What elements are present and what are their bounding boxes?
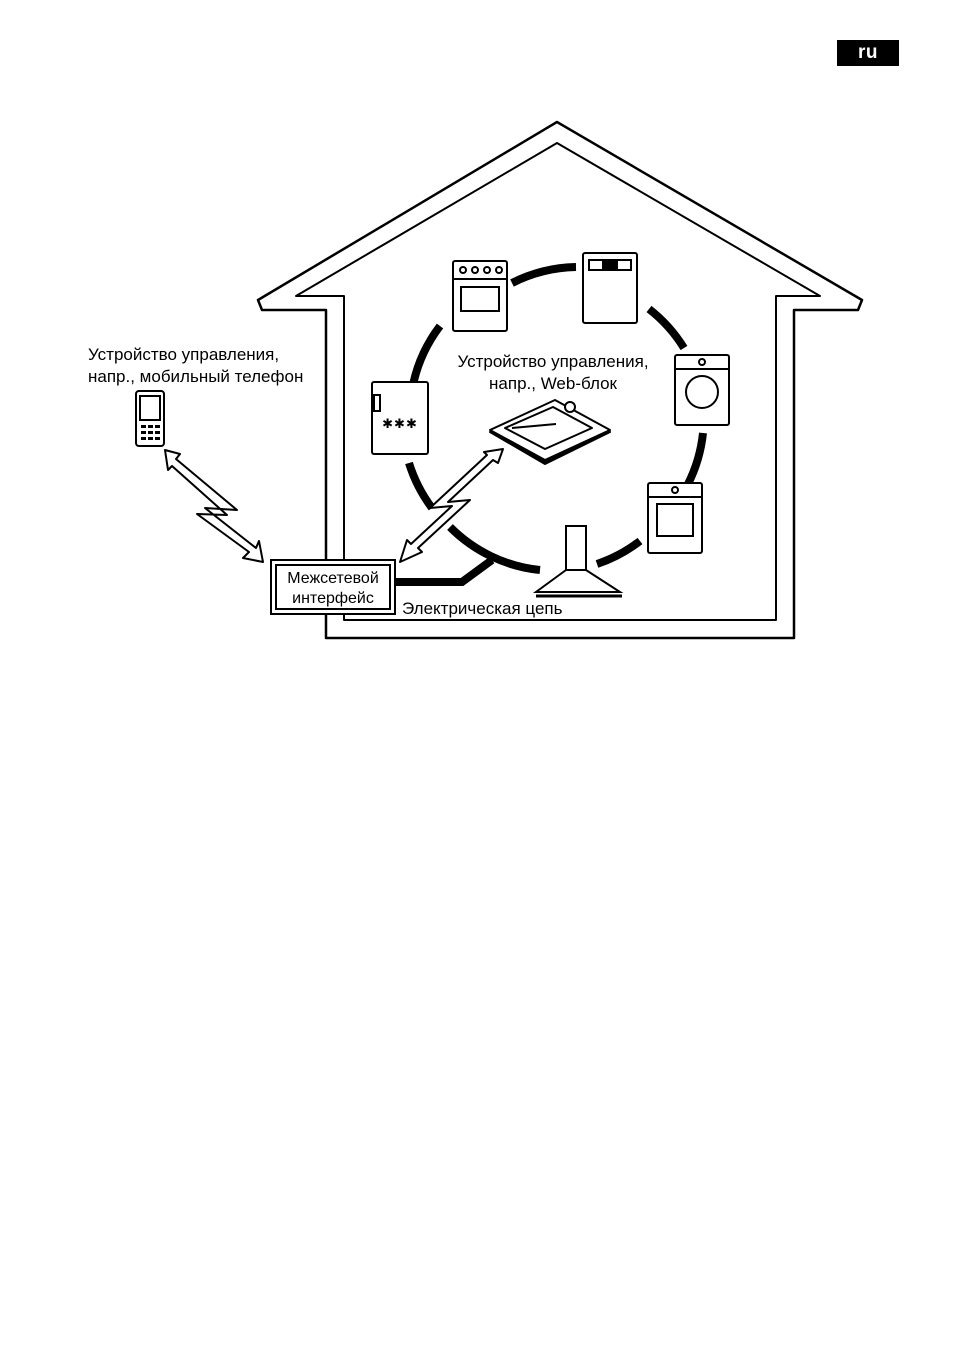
gateway-label-line1: Межсетевой xyxy=(287,570,379,587)
electrical-circuit-line xyxy=(396,560,492,582)
mobile-phone-icon xyxy=(136,391,164,446)
mobile-device-label-line1: Устройство управления, xyxy=(88,345,279,364)
gateway-label-line2: интерфейс xyxy=(292,590,374,607)
web-tablet-icon xyxy=(490,400,610,464)
fridge-star-rating: ✱✱✱ xyxy=(382,416,418,431)
washing-machine-icon xyxy=(675,355,729,425)
wireless-arrow-icon xyxy=(400,449,503,562)
mobile-device-label-line2: напр., мобильный телефон xyxy=(88,367,303,386)
web-device-label-line2: напр., Web-блок xyxy=(489,374,618,393)
wireless-arrow-icon xyxy=(165,450,263,562)
dryer-icon xyxy=(648,483,702,553)
dishwasher-icon xyxy=(583,253,637,323)
web-device-label-line1: Устройство управления, xyxy=(457,352,648,371)
oven-icon xyxy=(453,261,507,331)
electrical-circuit-label: Электрическая цепь xyxy=(402,599,563,618)
